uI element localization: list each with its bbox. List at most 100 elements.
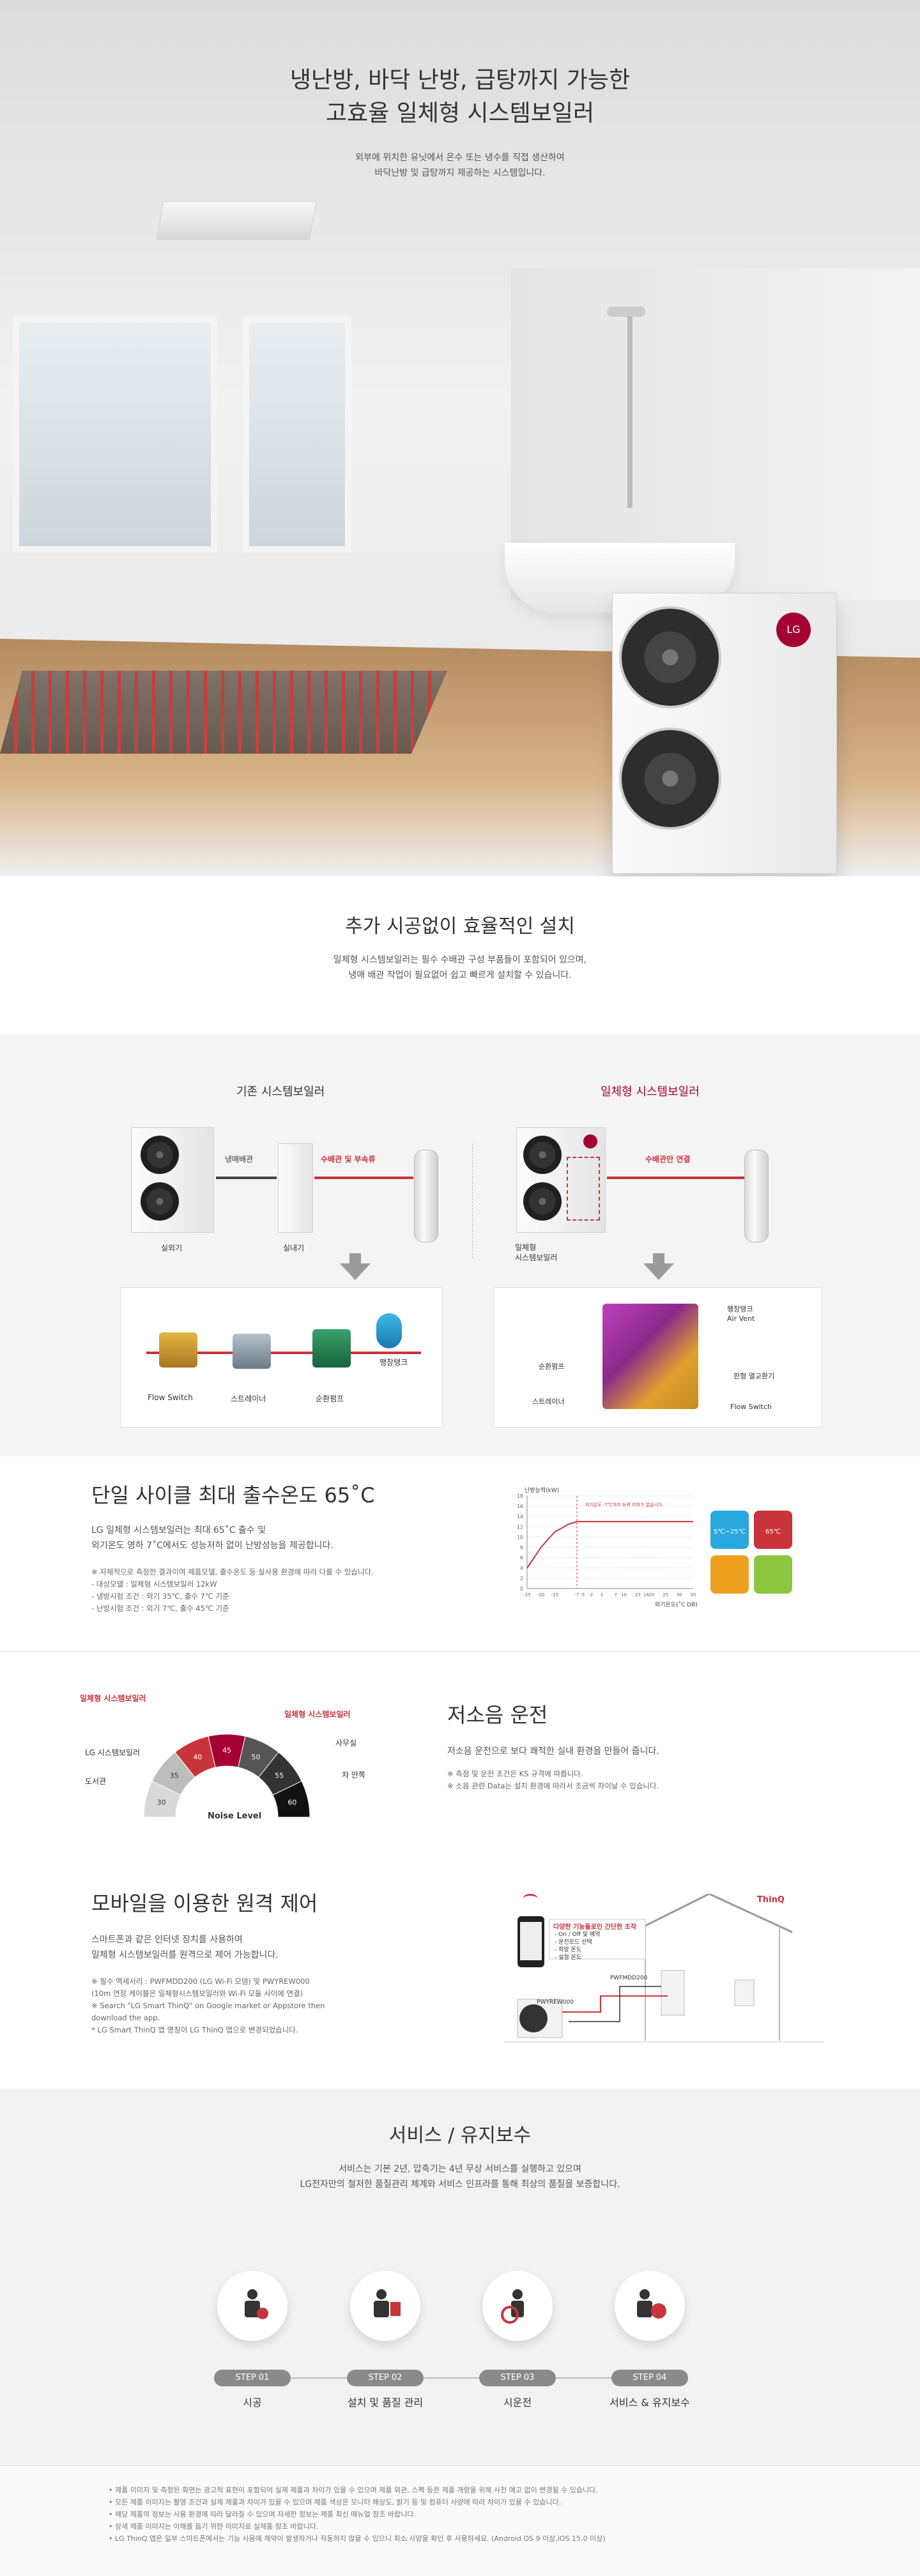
hot-water-mode-tile	[710, 1555, 749, 1594]
expansion-tank-image	[376, 1313, 402, 1348]
gauge-title: Noise Level	[208, 1811, 262, 1821]
y-tick-label: 4	[520, 1566, 523, 1571]
module1-label: PWFMDD200	[610, 1975, 648, 1981]
step-4-circle	[615, 2271, 685, 2341]
water-tank-image	[744, 1150, 769, 1242]
hero-title-line2: 고효율 일체형 시스템보일러	[325, 100, 595, 126]
temp-note: - 난방시험 조건 : 외기 7℃, 출수 45℃ 기준	[91, 1604, 229, 1613]
part-label: 스트레이너	[231, 1394, 266, 1403]
part-label: 팽창탱크	[379, 1358, 408, 1367]
flow-switch-image	[159, 1332, 197, 1368]
x-tick-label: -2	[588, 1592, 593, 1597]
arrow-down-icon	[653, 1253, 664, 1263]
x-tick-label: -5	[580, 1592, 585, 1597]
gauge-segment-label: 50	[252, 1753, 261, 1761]
fan-icon	[619, 728, 721, 830]
remote-diagram-svg	[505, 1893, 824, 2043]
hero-desc: 외부에 위치한 유닛에서 온수 또는 냉수를 직접 생산하여 바닥난방 및 급탕…	[0, 150, 920, 181]
hydro-kit-card: 순환펌프 스트레이너 팽창탱크 Air Vent 판형 열교환기 Flow Sw…	[493, 1287, 822, 1428]
fan-icon	[523, 1182, 562, 1221]
footer-note: • 제품 이미지 및 측정된 화면는 광고적 표현이 포함되어 실제 제품과 차…	[109, 2486, 598, 2494]
integrated-unit-image	[516, 1127, 606, 1233]
remote-note: * LG Smart ThinQ 앱 명칭이 LG ThinQ 앱으로 변경되었…	[91, 2025, 298, 2034]
water-pipe	[146, 1352, 421, 1354]
remote-desc: 스마트폰과 같은 인터넷 장치를 사용하여 일체형 시스템보일러를 원격으로 제…	[91, 1932, 449, 2036]
bubble-item: - 희망 온도	[555, 1947, 582, 1953]
service-section	[0, 2089, 920, 2465]
hero-section: 냉난방, 바닥 난방, 급탕까지 가능한 고효율 일체형 시스템보일러 외부에 …	[0, 0, 920, 876]
gauge-segment-label: 55	[275, 1772, 284, 1780]
service-desc: 서비스는 기본 2년, 압축기는 4년 무상 서비스를 실행하고 있으며 LG전…	[0, 2161, 920, 2192]
ceiling-unit-image	[156, 201, 317, 240]
y-tick-label: 10	[517, 1534, 523, 1540]
x-tick-label: 20	[649, 1592, 655, 1597]
footer-note: • 모든 제품 이미지는 촬영 조건과 실제 제품과 차이가 있을 수 있으며 …	[109, 2498, 562, 2506]
gauge-right-label-3: 차 안쪽	[342, 1771, 365, 1780]
callout-strainer: 스트레이너	[532, 1398, 565, 1406]
part-label: Flow Switch	[148, 1393, 193, 1402]
worker-inspection-icon	[374, 2289, 401, 2317]
remote-note: download the app.	[91, 2013, 160, 2022]
temp-notes: ※ 자체적으로 측정한 결과이며 제품모델, 출수온도 등 실사용 환경에 따라…	[91, 1566, 462, 1615]
water-pipe-label: 수배관 및 부속류	[321, 1155, 376, 1164]
callout-pump: 순환펌프	[539, 1362, 565, 1371]
noise-note: ※ 측정 및 운전 조건은 KS 규격에 따릅니다.	[447, 1769, 583, 1778]
install-header: 추가 시공없이 효율적인 설치 일체형 시스템보일러는 필수 수배관 구성 부품…	[0, 910, 920, 983]
remote-notes: ※ 필수 액세서리 : PWFMDD200 (LG Wi-Fi 모뎀) 및 PW…	[91, 1976, 449, 2036]
indoor-unit-image	[278, 1143, 313, 1233]
install-desc-line2: 냉매 배관 작업이 필요없어 쉽고 빠르게 설치할 수 있습니다.	[348, 970, 572, 980]
heating-mode-tile: 65℃	[754, 1511, 792, 1549]
hero-title: 냉난방, 바닥 난방, 급탕까지 가능한 고효율 일체형 시스템보일러	[0, 64, 920, 130]
step-2-pill: STEP 02	[347, 2370, 424, 2386]
service-title: 서비스 / 유지보수	[388, 2124, 532, 2147]
arrow-down-icon	[643, 1263, 674, 1280]
part-label: 순환펌프	[316, 1394, 344, 1403]
x-tick-label: 10	[621, 1592, 627, 1597]
temp-desc-line2: 외기온도 영하 7˚C에서도 성능저하 없이 난방성능을 제공합니다.	[91, 1541, 334, 1551]
thinq-logo: ThinQ	[757, 1895, 785, 1905]
x-axis-label: 외기온도(˚C DB)	[655, 1601, 698, 1608]
step-1-name: 시공	[243, 2397, 262, 2409]
wifi-icon	[523, 1894, 538, 1904]
outdoor-unit-image	[131, 1127, 214, 1233]
remote-note: (10m 연장 케이블은 일체형시스템보일러와 Wi-Fi 모듈 사이에 연결)	[91, 1989, 303, 1998]
water-pipe-only-label: 수배관만 연결	[645, 1155, 691, 1164]
step-connector-line	[256, 2377, 664, 2379]
footer-note: • 상세 제품 이미지는 이해를 돕기 위한 이미지로 실제품 참조 바랍니다.	[109, 2522, 319, 2531]
remote-desc-line2: 일체형 시스템보일러를 원격으로 제어 가능합니다.	[91, 1950, 279, 1960]
service-header: 서비스 / 유지보수 서비스는 기본 2년, 압축기는 4년 무상 서비스를 실…	[0, 2119, 920, 2192]
gauge-segment-label: 40	[193, 1753, 202, 1761]
callout-expansion-tank: 팽창탱크	[727, 1305, 753, 1313]
remote-note: ※ 필수 액세서리 : PWFMDD200 (LG Wi-Fi 모뎀) 및 PW…	[91, 1977, 310, 1986]
footer: • 제품 이미지 및 측정된 화면는 광고적 표현이 포함되어 실제 제품과 차…	[0, 2465, 920, 2576]
service-badge-icon	[637, 2289, 666, 2319]
hero-desc-line2: 바닥난방 및 급탕까지 제공하는 시스템입니다.	[374, 168, 546, 178]
floor-heating-pipes-image	[0, 671, 447, 754]
y-tick-label: 16	[517, 1504, 523, 1509]
remote-diagram: 다양한 기능들로인 간단한 조작 - On / Off 및 예약 - 운전모드 …	[505, 1893, 824, 2054]
noise-desc: 저소음 운전으로 보다 쾌적한 실내 환경을 만들어 줍니다.	[447, 1746, 659, 1757]
noise-desc-block: 저소음 운전으로 보다 쾌적한 실내 환경을 만들어 줍니다. ※ 측정 및 운…	[447, 1744, 818, 1792]
indoor-label: 실내기	[283, 1244, 305, 1253]
x-tick-label: 15	[635, 1592, 641, 1597]
bubble-item: - 운전모드 선택	[555, 1939, 592, 1946]
x-tick-label: 35	[691, 1592, 696, 1597]
window-image-small	[243, 316, 351, 553]
temp-title: 단일 사이클 최대 출수온도 65˚C	[91, 1483, 375, 1507]
callout-plate-heat-exchanger: 판형 열교환기	[733, 1372, 775, 1380]
temp-desc: LG 일체형 시스템보일러는 최대 65˚C 출수 및 외기온도 영하 7˚C에…	[91, 1523, 462, 1615]
y-tick-label: 6	[520, 1555, 523, 1561]
outdoor-unit-image: LG	[612, 593, 837, 874]
install-desc-line1: 일체형 시스템보일러는 필수 수배관 구성 부품들이 포함되어 있으며,	[333, 955, 587, 965]
y-tick-label: 14	[517, 1514, 523, 1520]
water-tank-image	[414, 1150, 438, 1242]
water-pipe	[607, 1177, 744, 1179]
step-3-pill: STEP 03	[479, 2370, 556, 2386]
window-image	[13, 316, 217, 553]
bubble-item: - 설정 온도	[555, 1955, 582, 1961]
noise-note: ※ 소음 관련 Data는 설치 환경에 따라서 조금씩 차이날 수 있습니다.	[447, 1781, 659, 1790]
bubble-title: 다양한 기능들로인 간단한 조작	[553, 1924, 637, 1931]
gauge-segment-label: 60	[288, 1799, 296, 1807]
step-4-name: 서비스 & 유지보수	[610, 2397, 690, 2409]
